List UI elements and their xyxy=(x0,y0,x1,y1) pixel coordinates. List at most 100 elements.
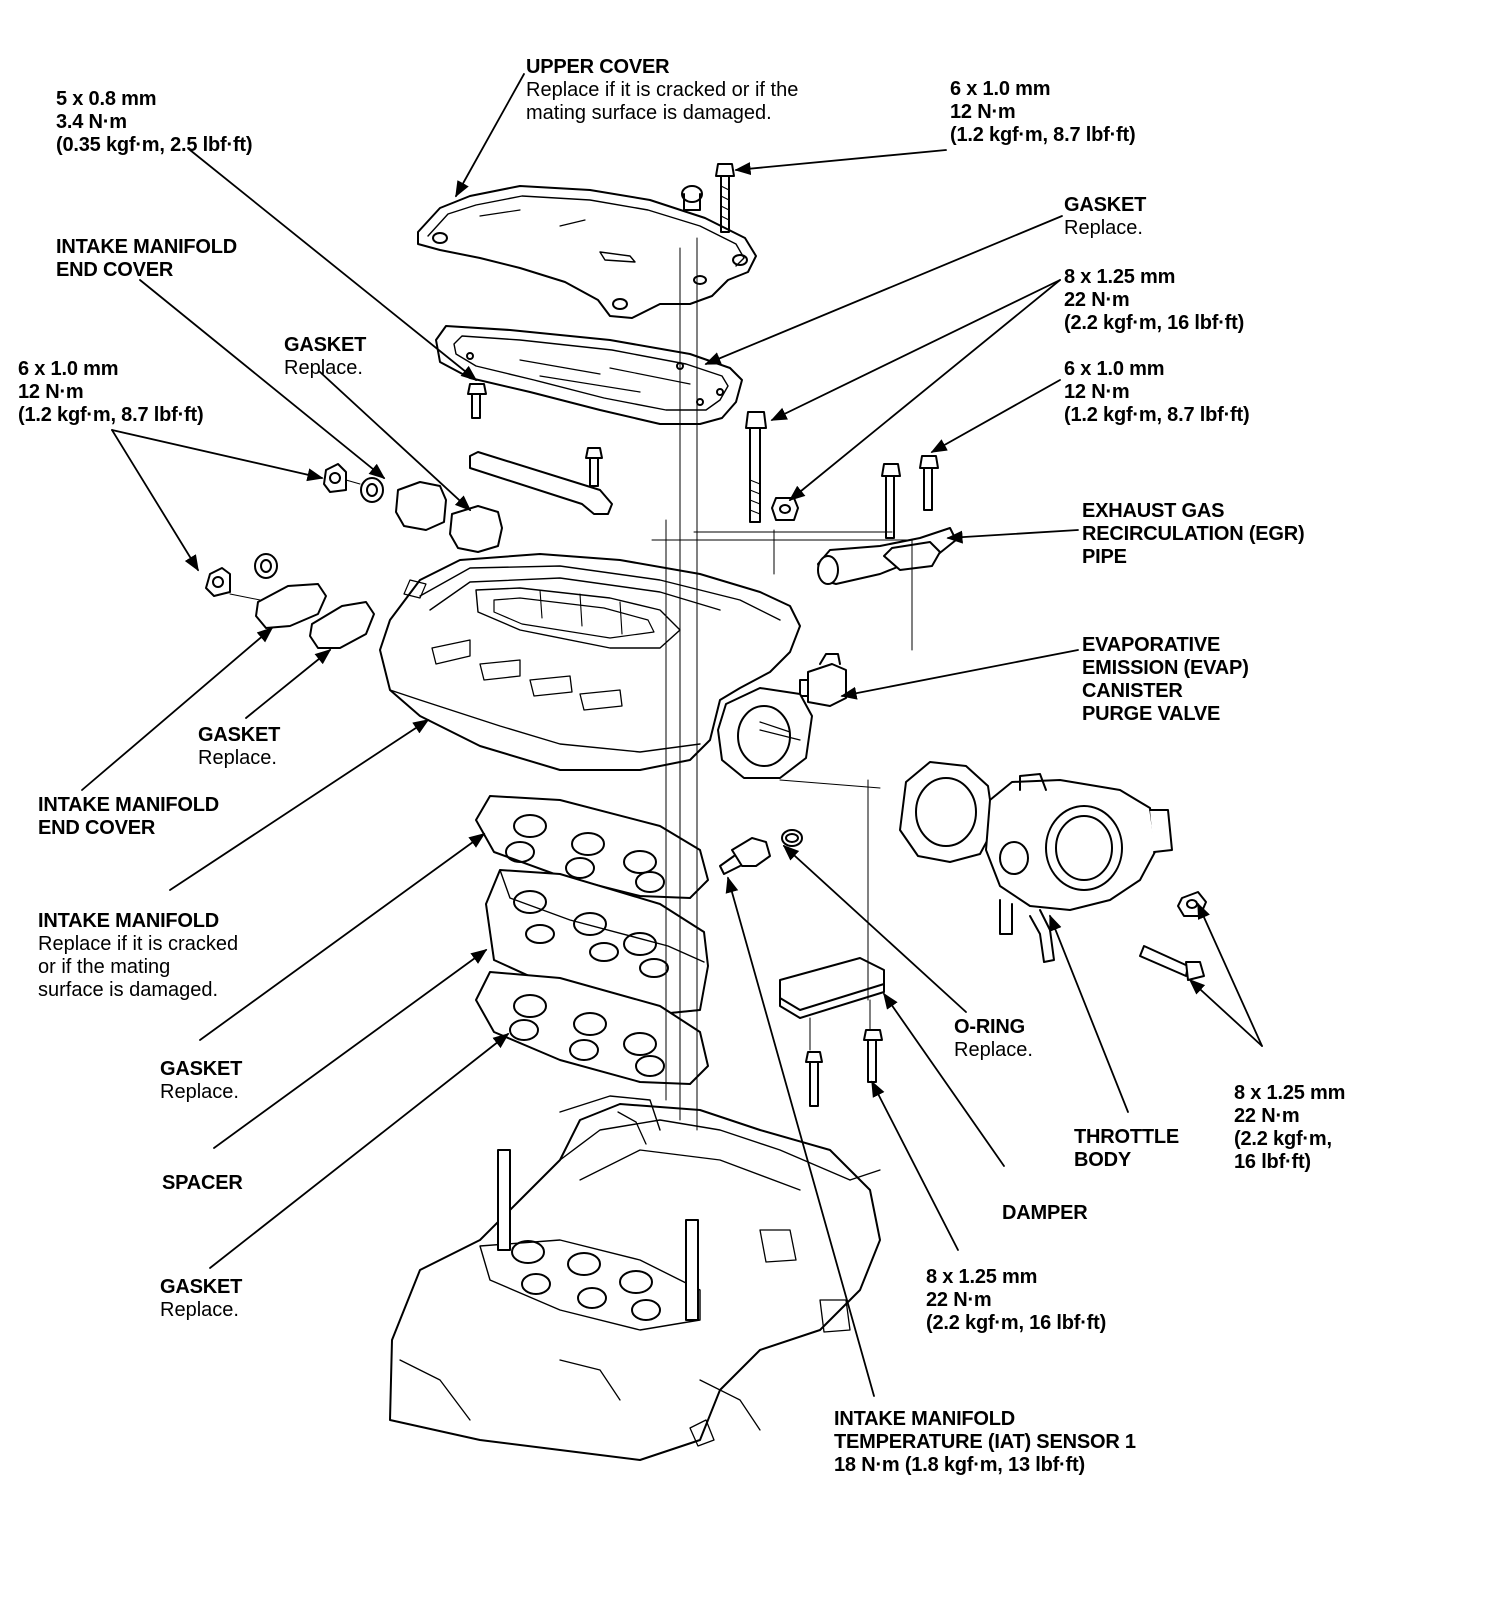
callout-upper-cover: UPPER COVER Replace if it is cracked or … xyxy=(526,56,798,125)
end-cover-top-title-1: INTAKE MANIFOLD xyxy=(56,236,238,258)
o-ring-title: O-RING xyxy=(954,1016,1026,1038)
spacer-title: SPACER xyxy=(162,1172,243,1194)
bolt-mid-right-b-torque-alt: (1.2 kgf·m, 8.7 lbf·ft) xyxy=(1064,404,1250,426)
bolt-damper-torque: 22 N·m xyxy=(926,1289,992,1311)
iat-sensor-line-1: INTAKE MANIFOLD xyxy=(834,1408,1016,1430)
callout-bolt-top-left: 5 x 0.8 mm 3.4 N·m (0.35 kgf·m, 2.5 lbf·… xyxy=(56,88,253,157)
stay-bracket xyxy=(469,447,613,515)
bolt-top-left-torque: 3.4 N·m xyxy=(56,111,127,133)
egr-pipe-line-1: EXHAUST GAS xyxy=(1082,500,1225,522)
gasket-end-top-note: Replace. xyxy=(284,357,363,379)
intake-manifold-note-3: surface is damaged. xyxy=(38,979,219,1001)
callout-gasket-end-top: GASKET Replace. xyxy=(284,334,366,380)
bolt-top-right-torque-alt: (1.2 kgf·m, 8.7 lbf·ft) xyxy=(950,124,1136,146)
bolt-left-size: 6 x 1.0 mm xyxy=(18,358,119,380)
bolt-mid-right-a-size: 8 x 1.25 mm xyxy=(1064,266,1176,288)
engine-block-part xyxy=(389,1095,881,1461)
long-stud-and-nut xyxy=(745,411,799,523)
damper-title: DAMPER xyxy=(1002,1202,1088,1224)
callout-gasket-end-bottom: GASKET Replace. xyxy=(198,724,280,770)
upper-cover-part xyxy=(417,185,757,319)
leader-lines xyxy=(81,73,1263,1397)
bolt-mid-right-a-torque: 22 N·m xyxy=(1064,289,1130,311)
alignment-lines xyxy=(229,237,913,1131)
callout-bolt-mid-right-a: 8 x 1.25 mm 22 N·m (2.2 kgf·m, 16 lbf·ft… xyxy=(1064,266,1244,335)
callout-egr-pipe: EXHAUST GAS RECIRCULATION (EGR) PIPE xyxy=(1082,500,1305,569)
gasket-end-bottom-note: Replace. xyxy=(198,747,277,769)
throttle-body-bolts xyxy=(1139,891,1207,981)
gasket-lower-2-title: GASKET xyxy=(160,1276,243,1298)
callout-damper: DAMPER xyxy=(1002,1202,1088,1225)
egr-pipe-line-3: PIPE xyxy=(1082,546,1127,568)
end-cover-upper-set xyxy=(323,463,503,553)
gasket-end-bottom-title: GASKET xyxy=(198,724,281,746)
bolt-damper-torque-alt: (2.2 kgf·m, 16 lbf·ft) xyxy=(926,1312,1107,1334)
callout-o-ring: O-RING Replace. xyxy=(954,1016,1033,1062)
bolt-mid-right-b-torque: 12 N·m xyxy=(1064,381,1130,403)
lower-gasket-2-part xyxy=(475,971,709,1085)
damper-part xyxy=(779,957,885,1107)
evap-valve-line-2: EMISSION (EVAP) xyxy=(1082,657,1249,679)
iat-sensor-torque: 18 N·m (1.8 kgf·m, 13 lbf·ft) xyxy=(834,1454,1085,1476)
callout-intake-manifold: INTAKE MANIFOLD Replace if it is cracked… xyxy=(38,910,238,1002)
bolt-throttle-torque: 22 N·m xyxy=(1234,1105,1300,1127)
bolt-mid-right-a-torque-alt: (2.2 kgf·m, 16 lbf·ft) xyxy=(1064,312,1245,334)
callout-evap-valve: EVAPORATIVE EMISSION (EVAP) CANISTER PUR… xyxy=(1082,634,1249,726)
callout-gasket-upper: GASKET Replace. xyxy=(1064,194,1146,240)
small-bolt-5x08 xyxy=(467,383,487,419)
bolt-throttle-size: 8 x 1.25 mm xyxy=(1234,1082,1346,1104)
gasket-end-top-title: GASKET xyxy=(284,334,367,356)
gasket-lower-1-title: GASKET xyxy=(160,1058,243,1080)
throttle-mount-flange xyxy=(717,687,813,779)
end-cover-bottom-title-2: END COVER xyxy=(38,817,156,839)
evap-valve-line-4: PURGE VALVE xyxy=(1082,703,1221,725)
gasket-upper-title: GASKET xyxy=(1064,194,1147,216)
intake-manifold-part xyxy=(379,553,801,771)
evap-valve-line-1: EVAPORATIVE xyxy=(1082,634,1221,656)
callout-bolt-throttle: 8 x 1.25 mm 22 N·m (2.2 kgf·m, 16 lbf·ft… xyxy=(1234,1082,1345,1174)
callout-throttle-body: THROTTLE BODY xyxy=(1074,1126,1179,1172)
o-ring-inner xyxy=(785,833,799,843)
end-cover-top-title-2: END COVER xyxy=(56,259,174,281)
iat-sensor-line-2: TEMPERATURE (IAT) SENSOR 1 xyxy=(834,1431,1136,1453)
evap-purge-valve-part xyxy=(799,653,847,707)
bolt-throttle-torque-alt-1: (2.2 kgf·m, xyxy=(1234,1128,1332,1150)
bolt-left-torque-alt: (1.2 kgf·m, 8.7 lbf·ft) xyxy=(18,404,204,426)
egr-pipe-line-2: RECIRCULATION (EGR) xyxy=(1082,523,1305,545)
bolt-top-left-size: 5 x 0.8 mm xyxy=(56,88,157,110)
intake-manifold-note-1: Replace if it is cracked xyxy=(38,933,239,955)
bolt-top-right-size: 6 x 1.0 mm xyxy=(950,78,1051,100)
throttle-body-part xyxy=(985,773,1173,963)
gasket-lower-2-note: Replace. xyxy=(160,1299,239,1321)
o-ring-note: Replace. xyxy=(954,1039,1033,1061)
evap-valve-line-3: CANISTER xyxy=(1082,680,1183,702)
callout-spacer: SPACER xyxy=(162,1172,243,1195)
throttle-body-line-1: THROTTLE xyxy=(1074,1126,1180,1148)
upper-cover-bolt-and-nut xyxy=(681,163,735,233)
upper-cover-title: UPPER COVER xyxy=(526,56,670,78)
callout-end-cover-bottom: INTAKE MANIFOLD END COVER xyxy=(38,794,219,840)
bolt-mid-right-b-size: 6 x 1.0 mm xyxy=(1064,358,1165,380)
callout-bolt-damper: 8 x 1.25 mm 22 N·m (2.2 kgf·m, 16 lbf·ft… xyxy=(926,1266,1106,1335)
bolt-damper-size: 8 x 1.25 mm xyxy=(926,1266,1038,1288)
end-cover-lower-set xyxy=(205,553,375,649)
gasket-upper-note: Replace. xyxy=(1064,217,1143,239)
callout-bolt-left: 6 x 1.0 mm 12 N·m (1.2 kgf·m, 8.7 lbf·ft… xyxy=(18,358,204,427)
callout-bolt-top-right: 6 x 1.0 mm 12 N·m (1.2 kgf·m, 8.7 lbf·ft… xyxy=(950,78,1136,147)
callout-bolt-mid-right-b: 6 x 1.0 mm 12 N·m (1.2 kgf·m, 8.7 lbf·ft… xyxy=(1064,358,1250,427)
bolt-top-right-torque: 12 N·m xyxy=(950,101,1016,123)
bolt-throttle-torque-alt-2: 16 lbf·ft) xyxy=(1234,1151,1311,1173)
callout-gasket-lower-2: GASKET Replace. xyxy=(160,1276,242,1322)
throttle-body-line-2: BODY xyxy=(1074,1149,1131,1171)
iat-sensor-part xyxy=(719,837,771,875)
callout-end-cover-top: INTAKE MANIFOLD END COVER xyxy=(56,236,237,282)
intake-manifold-note-2: or if the mating xyxy=(38,956,171,978)
intake-manifold-title: INTAKE MANIFOLD xyxy=(38,910,220,932)
upper-cover-note-2: mating surface is damaged. xyxy=(526,102,772,124)
bolt-left-torque: 12 N·m xyxy=(18,381,84,403)
callout-gasket-lower-1: GASKET Replace. xyxy=(160,1058,242,1104)
upper-gasket-part xyxy=(435,325,743,425)
throttle-gasket-part xyxy=(899,761,995,863)
